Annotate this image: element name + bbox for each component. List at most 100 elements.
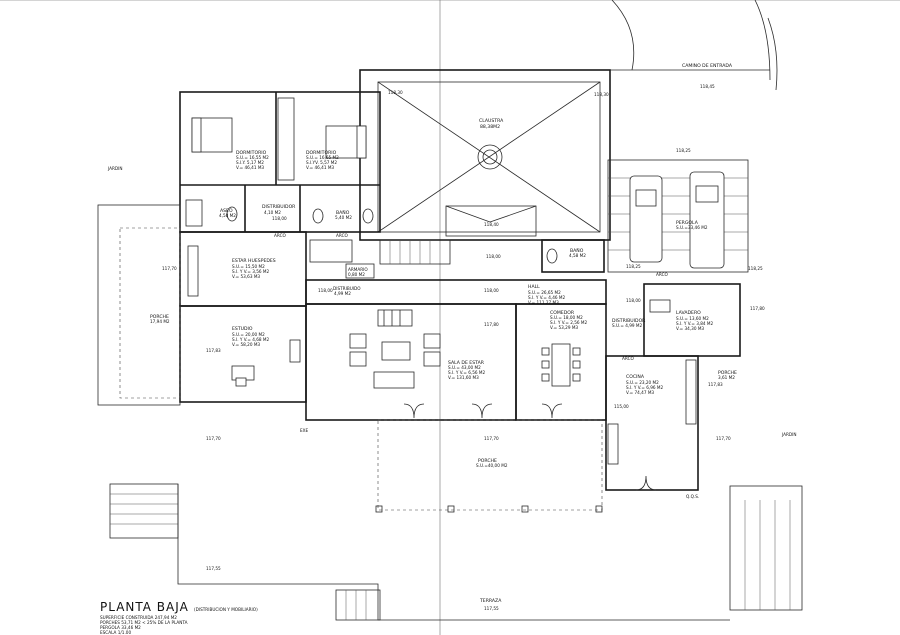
toilet-2 (362, 208, 374, 224)
level-7: 118,00 (484, 288, 499, 293)
estudio-chair (235, 377, 247, 387)
level-17: 117,70 (716, 436, 731, 441)
salon-name: SALA DE ESTAR (448, 360, 485, 366)
estar-sofa (187, 245, 199, 297)
door-cocina (635, 475, 657, 491)
car-1 (629, 175, 663, 263)
level-1: 118,30 (388, 90, 403, 95)
level-12: 117,80 (484, 322, 499, 327)
sink-1 (312, 208, 324, 224)
level-15: 117,70 (206, 436, 221, 441)
washer (649, 299, 671, 313)
lavadero-name: LAVADERO (676, 310, 701, 316)
fireplace (377, 309, 413, 327)
kitchen-counter (685, 359, 697, 425)
dist2-area: 4,99 M2 (334, 291, 351, 296)
terrace-steps (335, 589, 381, 621)
claustra-pool (445, 205, 537, 237)
camino-label: CAMINO DE ENTRADA (682, 63, 733, 69)
hall-su: S.U.= 26,65 M2 (528, 290, 561, 295)
toilet-1 (226, 206, 238, 222)
claustra-pool-diag-2 (489, 205, 537, 223)
dorm2-name: DORMITORIO (306, 150, 337, 156)
salon-siy: S.I. Y V.= 6,56 M2 (448, 370, 486, 375)
lavadero-v: V.= 34,30 M3 (676, 326, 704, 331)
chair-1 (541, 347, 550, 356)
armchair-3 (423, 333, 441, 349)
column-1 (375, 505, 383, 513)
level-2: 118,30 (594, 92, 609, 97)
jardin-left: JARDIN (107, 166, 123, 171)
car-2-windshield (695, 185, 719, 203)
bed-1-head (191, 117, 202, 153)
chair-2 (541, 360, 550, 369)
dorm2-v: V.= 46,41 M3 (306, 165, 334, 170)
salon-su: S.U.= 43,00 M2 (448, 365, 481, 370)
estar-siy: S.I. Y V.= 3,56 M2 (232, 269, 270, 274)
mark-arco-4: ARCO (656, 272, 668, 277)
lavadero-su: S.U.= 13,60 M2 (676, 316, 709, 321)
dist2-name: DISTRIBUIDO (333, 286, 361, 291)
road-curve-right (767, 17, 778, 91)
claustra-inner (377, 81, 601, 233)
plan-title: PLANTA BAJA (100, 600, 189, 614)
armchair-1 (349, 333, 367, 349)
level-9: 118,00 (626, 298, 641, 303)
estar-su: S.U.= 15,50 M2 (232, 264, 265, 269)
chair-6 (572, 373, 581, 382)
porch-left-area: 17,94 M2 (150, 319, 170, 324)
level-19: 117,55 (484, 606, 499, 611)
mark-lpd: Q.Q.S. (686, 494, 699, 499)
level-14: 117,83 (708, 382, 723, 387)
estudio-v: V.= 58,20 M3 (232, 342, 260, 347)
bano2-room (541, 239, 605, 273)
aseo1-name: ASEO (220, 208, 233, 214)
estudio-name: ESTUDIO (232, 326, 253, 332)
plan-line-3: PERGOLA 33,46 M2 (100, 625, 141, 630)
aseo1-area: 4,58 M2 (219, 213, 236, 218)
plan-subtitle: (DISTRIBUCION Y MOBILIARIO) (194, 607, 258, 612)
dist1-area: 4,10 M2 (264, 210, 281, 215)
comedor-name: COMEDOR (550, 310, 575, 316)
claustra-label: CLAUSTRA (479, 118, 504, 124)
lavadero-siy: S.I. Y V.= 3,84 M2 (676, 321, 714, 326)
left-steps (109, 483, 179, 539)
porch-left-name: PORCHE (150, 314, 169, 320)
level-8: 118,00 (318, 288, 333, 293)
bed-2-head (356, 125, 367, 159)
dist1-name: DISTRIBUIDOR (262, 204, 296, 210)
estar-name: ESTAR HUESPEDES (232, 258, 276, 264)
estudio-room (179, 305, 307, 403)
mark-arco-3: ARCO (622, 356, 634, 361)
car-2 (689, 171, 725, 269)
level-16: 117,70 (484, 436, 499, 441)
dorm1-name: DORMITORIO (236, 150, 267, 156)
level-5: 118,40 (484, 222, 499, 227)
hall-band (305, 279, 607, 305)
dorm1-su: S.U.= 16,55 M2 (236, 155, 269, 160)
level-10: 117,70 (162, 266, 177, 271)
door-salon-2 (471, 403, 493, 419)
level-11: 117,83 (206, 348, 221, 353)
porch-front-area: S.U.=40,00 M2 (476, 463, 508, 468)
armario-box (345, 263, 375, 279)
claustra-pool-diag-1 (445, 205, 491, 223)
bathtub (309, 239, 353, 263)
bano1-name: BAÑO (336, 209, 350, 216)
column-4 (595, 505, 603, 513)
level-18: 117,55 (206, 566, 221, 571)
door-comedor (541, 403, 563, 419)
level-markers: 118,30 118,30 118,45 118,25 118,40 118,0… (162, 84, 765, 611)
level-21: 118,25 (748, 266, 763, 271)
dorm2-su: S.U.= 16,65 M2 (306, 155, 339, 160)
cocina-name: COCINA (626, 374, 645, 380)
pergola-name: PERGOLA (676, 220, 699, 226)
chair-3 (541, 373, 550, 382)
claustra-fountain-inner (482, 149, 498, 165)
porch-front (377, 419, 603, 511)
level-3: 118,45 (700, 84, 715, 89)
road-curve-left (611, 0, 635, 71)
cocina-room (605, 355, 699, 491)
